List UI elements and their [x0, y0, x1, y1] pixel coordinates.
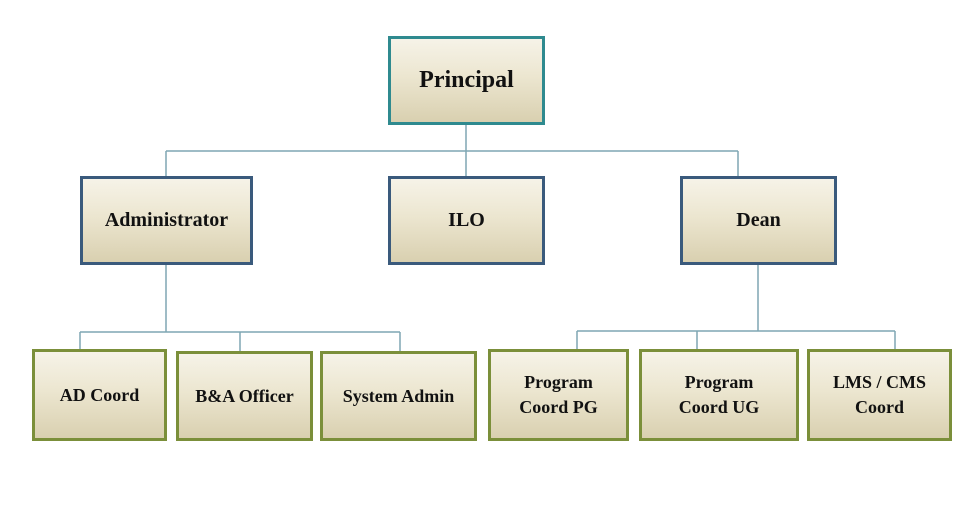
administrator-connectors	[79, 264, 401, 352]
ilo-label: ILO	[448, 209, 485, 231]
program-coord-pg-node: Program Coord PG	[488, 349, 629, 441]
program-coord-ug-node: Program Coord UG	[639, 349, 799, 441]
principal-connectors	[165, 124, 739, 177]
administrator-label: Administrator	[104, 209, 229, 231]
ad-coord-label: AD Coord	[59, 384, 140, 405]
program-coord-pg-label: Program Coord PG	[519, 372, 598, 417]
system-admin-node: System Admin	[320, 351, 477, 441]
principal-node: Principal	[388, 36, 545, 125]
system-admin-label: System Admin	[342, 385, 455, 406]
dean-connectors	[576, 264, 896, 350]
ilo-node: ILO	[388, 176, 545, 265]
ad-coord-node: AD Coord	[32, 349, 167, 441]
lms-cms-coord-label: LMS / CMS Coord	[832, 372, 926, 417]
administrator-node: Administrator	[80, 176, 253, 265]
lms-cms-coord-node: LMS / CMS Coord	[807, 349, 952, 441]
ba-officer-node: B&A Officer	[176, 351, 313, 441]
dean-label: Dean	[736, 209, 781, 231]
ba-officer-label: B&A Officer	[195, 385, 294, 406]
program-coord-ug-label: Program Coord UG	[678, 372, 760, 417]
dean-node: Dean	[680, 176, 837, 265]
principal-label: Principal	[419, 67, 514, 93]
